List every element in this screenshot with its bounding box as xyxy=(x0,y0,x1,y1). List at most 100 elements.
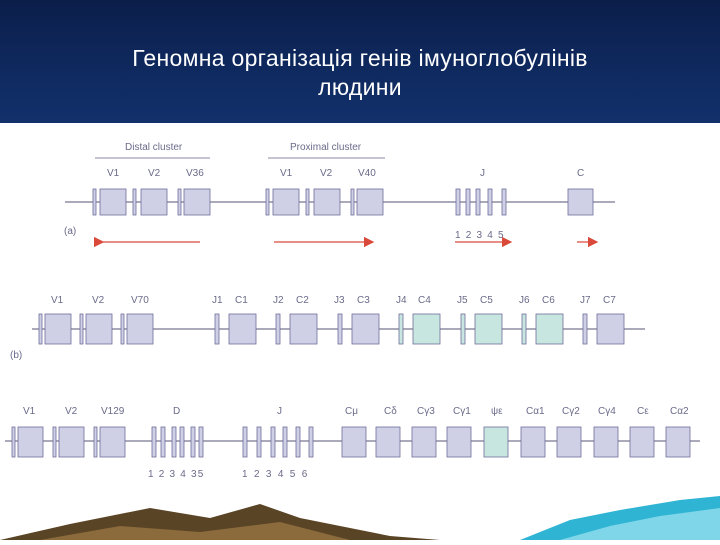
segment-a-6 xyxy=(350,188,355,216)
gene-organization-figure: Distal cluster Proximal cluster V1 V2 V3… xyxy=(0,123,720,500)
c-label-v2: V2 xyxy=(65,406,78,417)
segment-b-c5 xyxy=(474,313,503,345)
segment-c-3 xyxy=(93,426,98,458)
b-label-j3: J3 xyxy=(334,295,345,306)
b-label-j7: J7 xyxy=(580,295,591,306)
segment-c xyxy=(567,188,594,216)
segment-c-cdelta xyxy=(375,426,401,458)
gene-map-svg: Distal cluster Proximal cluster V1 V2 V3… xyxy=(5,142,700,480)
c-label-cgamma4: Cγ4 xyxy=(598,406,616,417)
distal-v36-label: V36 xyxy=(186,168,204,179)
segment-c-j1 xyxy=(242,426,248,458)
footer-landscape-light xyxy=(40,522,350,540)
segment-proximal-v40 xyxy=(356,188,384,216)
footer-water-light xyxy=(560,508,720,540)
segment-b-j3 xyxy=(337,313,343,345)
segment-b-j1 xyxy=(214,313,220,345)
segment-c-j3 xyxy=(270,426,276,458)
c-label-cgamma2: Cγ2 xyxy=(562,406,580,417)
b-label-j1: J1 xyxy=(212,295,223,306)
segment-b-c7 xyxy=(596,313,625,345)
j-numbers-c: 1 2 3 4 5 6 xyxy=(242,469,309,480)
segment-c-calpha1 xyxy=(520,426,546,458)
segment-a-5 xyxy=(305,188,310,216)
segment-c-psi-epsilon xyxy=(483,426,509,458)
c-label-calpha2: Cα2 xyxy=(670,406,689,417)
c-label-cepsilon: Cε xyxy=(637,406,649,417)
panel-c-segments xyxy=(11,426,691,458)
slide-title: Геномна організація генів імуноглобуліні… xyxy=(0,44,720,102)
b-label-j5: J5 xyxy=(457,295,468,306)
segment-j2 xyxy=(465,188,471,216)
b-label-c3: C3 xyxy=(357,295,370,306)
b-label-c7: C7 xyxy=(603,295,616,306)
b-label-c6: C6 xyxy=(542,295,555,306)
segment-b-3 xyxy=(120,313,125,345)
segment-j4 xyxy=(487,188,493,216)
panel-b: V1 V2 V70 J1 C1 J2 C2 J3 C3 J4 C4 J5 C5 … xyxy=(10,295,645,361)
segment-c-cmu xyxy=(341,426,367,458)
b-label-v1: V1 xyxy=(51,295,64,306)
segment-distal-v1 xyxy=(99,188,127,216)
proximal-cluster-label: Proximal cluster xyxy=(290,142,362,153)
segment-c-cepsilon xyxy=(629,426,655,458)
segment-b-c3 xyxy=(351,313,380,345)
segment-c-cgamma1 xyxy=(446,426,472,458)
c-label-v1: V1 xyxy=(23,406,36,417)
segment-c-d2 xyxy=(160,426,166,458)
segment-b-2 xyxy=(79,313,84,345)
segment-c-cgamma4 xyxy=(593,426,619,458)
segment-b-j2 xyxy=(275,313,281,345)
b-label-c5: C5 xyxy=(480,295,493,306)
segment-c-d35a xyxy=(190,426,196,458)
proximal-v1-label: V1 xyxy=(280,168,293,179)
segment-b-j7 xyxy=(582,313,588,345)
segment-c-cgamma3 xyxy=(411,426,437,458)
b-label-c1: C1 xyxy=(235,295,248,306)
b-label-j6: J6 xyxy=(519,295,530,306)
b-label-j4: J4 xyxy=(396,295,407,306)
segment-b-v70 xyxy=(126,313,154,345)
segment-proximal-v2 xyxy=(313,188,341,216)
b-label-v70: V70 xyxy=(131,295,149,306)
segment-b-j4 xyxy=(398,313,404,345)
distal-v1-label: V1 xyxy=(107,168,120,179)
segment-c-calpha2 xyxy=(665,426,691,458)
panel-b-tag: (b) xyxy=(10,350,22,361)
segment-b-c1 xyxy=(228,313,257,345)
panel-a: Distal cluster Proximal cluster V1 V2 V3… xyxy=(64,142,615,248)
segment-distal-v2 xyxy=(140,188,168,216)
segment-a-3 xyxy=(177,188,182,216)
c-label-v129: V129 xyxy=(101,406,125,417)
segment-b-c6 xyxy=(535,313,564,345)
b-label-v2: V2 xyxy=(92,295,105,306)
segment-j5 xyxy=(501,188,507,216)
segment-b-1 xyxy=(38,313,43,345)
segment-c-j5 xyxy=(295,426,301,458)
title-banner: Геномна організація генів імуноглобуліні… xyxy=(0,0,720,123)
segment-a-4 xyxy=(265,188,270,216)
segment-c-1 xyxy=(11,426,16,458)
proximal-v40-label: V40 xyxy=(358,168,376,179)
segment-proximal-v1 xyxy=(272,188,300,216)
decorative-footer xyxy=(0,496,720,540)
segment-b-j6 xyxy=(521,313,527,345)
panel-c: V1 V2 V129 D J Cμ Cδ Cγ3 Cγ1 ψε Cα1 Cγ2 … xyxy=(5,406,700,480)
segment-j1 xyxy=(455,188,461,216)
j-numbers-a: 1 2 3 4 5 xyxy=(455,230,505,241)
segment-b-c2 xyxy=(289,313,318,345)
segment-b-v1 xyxy=(44,313,72,345)
j-cluster-label: J xyxy=(480,168,485,179)
segment-c-d1 xyxy=(151,426,157,458)
segment-c-2 xyxy=(52,426,57,458)
segment-distal-v36 xyxy=(183,188,211,216)
segment-c-d35b xyxy=(198,426,204,458)
c-label-calpha1: Cα1 xyxy=(526,406,545,417)
d-numbers: 1 2 3 4 35 xyxy=(148,469,204,480)
distal-v2-label: V2 xyxy=(148,168,161,179)
segment-a-1 xyxy=(92,188,97,216)
segment-c-j4 xyxy=(282,426,288,458)
segment-b-c4 xyxy=(412,313,441,345)
b-label-c4: C4 xyxy=(418,295,431,306)
c-label: C xyxy=(577,168,584,179)
